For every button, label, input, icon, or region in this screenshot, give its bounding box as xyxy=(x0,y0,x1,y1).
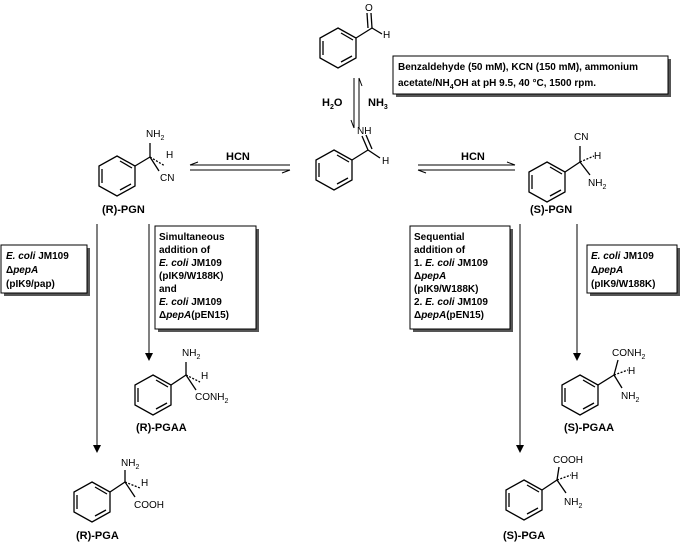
svg-text:ΔpepA(pEN15): ΔpepA(pEN15) xyxy=(159,310,229,321)
svg-text:NH3: NH3 xyxy=(368,97,388,111)
imine: NH H xyxy=(315,126,389,191)
cooh-atom: COOH xyxy=(553,455,583,466)
box-simultaneous: Simultaneous addition of E. coli JM109 (… xyxy=(154,225,259,332)
svg-text:E. coli JM109: E. coli JM109 xyxy=(6,251,69,262)
s-pgn: CN H NH2 xyxy=(528,132,606,203)
svg-text:Sequential: Sequential xyxy=(414,232,465,243)
s-pgaa-label: (S)-PGAA xyxy=(564,422,614,434)
s-pga: COOH H NH2 xyxy=(505,455,583,521)
s-pga-label: (S)-PGA xyxy=(503,530,545,542)
nh2-atom: NH2 xyxy=(564,497,582,510)
nh2-atom: NH2 xyxy=(588,178,606,191)
svg-text:1. E. coli JM109: 1. E. coli JM109 xyxy=(414,258,488,269)
r-pgaa-label: (R)-PGAA xyxy=(136,422,187,434)
h-stereo: H xyxy=(201,371,208,382)
hydrogen-atom: H xyxy=(383,30,390,41)
nh2-atom: NH2 xyxy=(146,129,164,142)
conditions-line2: acetate/NH4OH at pH 9.5, 40 °C, 1500 rpm… xyxy=(398,78,596,91)
box-left-strain: E. coli JM109 ΔpepA (pIK9/pap) xyxy=(0,244,90,296)
h-stereo: H xyxy=(141,478,148,489)
svg-text:addition of: addition of xyxy=(414,245,466,256)
conditions-line1: Benzaldehyde (50 mM), KCN (150 mM), ammo… xyxy=(398,62,638,73)
cn-atom: CN xyxy=(160,173,174,184)
equilibrium-arrow-left xyxy=(189,161,291,174)
svg-text:(pIK9/W188K): (pIK9/W188K) xyxy=(414,284,478,295)
h-stereo: H xyxy=(571,471,578,482)
svg-text:ΔpepA: ΔpepA xyxy=(6,265,38,276)
box-sequential: Sequential addition of 1. E. coli JM109 … xyxy=(409,225,513,332)
conh2-atom: CONH2 xyxy=(195,392,228,405)
cn-atom: CN xyxy=(574,132,588,143)
hydrogen-atom: H xyxy=(382,156,389,167)
svg-text:(pIK9/pap): (pIK9/pap) xyxy=(6,279,55,290)
equilibrium-arrow-right xyxy=(417,161,516,174)
s-pgaa: CONH2 H NH2 xyxy=(561,348,645,416)
svg-text:Simultaneous: Simultaneous xyxy=(159,232,225,243)
conditions-box: Benzaldehyde (50 mM), KCN (150 mM), ammo… xyxy=(392,55,671,97)
svg-text:(pIK9/W188K): (pIK9/W188K) xyxy=(591,279,655,290)
svg-text:E. coli JM109: E. coli JM109 xyxy=(159,297,222,308)
equilibrium-arrow-top xyxy=(350,77,363,129)
hcn-left-label: HCN xyxy=(226,151,250,163)
s-pgn-label: (S)-PGN xyxy=(530,204,572,216)
h-stereo: H xyxy=(166,150,173,161)
nh2-atom: NH2 xyxy=(182,348,200,361)
svg-text:addition of: addition of xyxy=(159,245,211,256)
nh-atom: NH xyxy=(357,126,371,137)
svg-text:and: and xyxy=(159,284,177,295)
svg-text:ΔpepA: ΔpepA xyxy=(414,271,446,282)
cooh-atom: COOH xyxy=(134,500,164,511)
svg-text:E. coli JM109: E. coli JM109 xyxy=(591,251,654,262)
oxygen-atom: O xyxy=(365,3,373,14)
svg-text:2. E. coli JM109: 2. E. coli JM109 xyxy=(414,297,488,308)
r-pgn: NH2 H CN xyxy=(98,129,174,197)
box-right-strain: E. coli JM109 ΔpepA (pIK9/W188K) xyxy=(586,244,680,296)
water-label: H2O xyxy=(322,97,343,111)
ammonia-label: NH3 xyxy=(368,97,388,111)
r-pgn-label: (R)-PGN xyxy=(102,204,145,216)
hcn-right-label: HCN xyxy=(461,151,485,163)
h-stereo: H xyxy=(594,151,601,162)
h-stereo: H xyxy=(628,366,635,377)
svg-text:E. coli JM109: E. coli JM109 xyxy=(159,258,222,269)
svg-text:(pIK9/W188K): (pIK9/W188K) xyxy=(159,271,223,282)
svg-text:ΔpepA: ΔpepA xyxy=(591,265,623,276)
r-pga: NH2 H COOH xyxy=(73,458,164,523)
r-pga-label: (R)-PGA xyxy=(76,530,119,542)
svg-text:ΔpepA(pEN15): ΔpepA(pEN15) xyxy=(414,310,484,321)
nh2-atom: NH2 xyxy=(121,458,139,471)
conh2-atom: CONH2 xyxy=(612,348,645,361)
r-pgaa: NH2 H CONH2 xyxy=(134,348,228,416)
svg-text:H2O: H2O xyxy=(322,97,343,111)
nh2-atom: NH2 xyxy=(621,391,639,404)
benzaldehyde: O H xyxy=(319,3,390,69)
